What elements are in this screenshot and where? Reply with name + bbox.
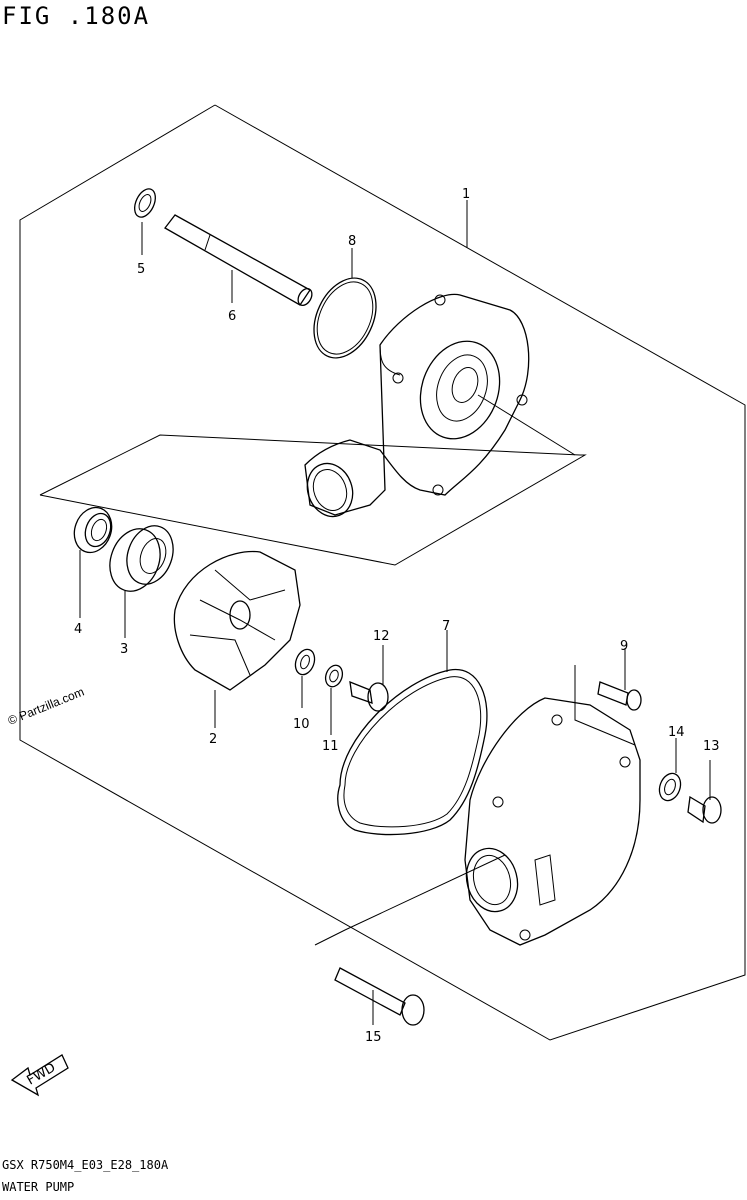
part-9-bolt[interactable]	[597, 648, 642, 711]
part-6-shaft[interactable]	[164, 214, 315, 308]
assembly-boundary	[19, 104, 746, 1041]
footer-code: GSX R750M4_E03_E28_180A	[2, 1158, 169, 1172]
part-3-mechanical-seal[interactable]	[102, 519, 181, 638]
fwd-arrow-icon: FWD	[10, 1054, 69, 1097]
callout-15[interactable]: 15	[365, 1030, 382, 1045]
callout-3[interactable]: 3	[120, 642, 128, 657]
cover-boundary	[574, 665, 636, 746]
footer-name: WATER PUMP	[2, 1180, 75, 1194]
part-12-bolt[interactable]	[349, 645, 389, 712]
part-13-bolt[interactable]	[687, 760, 722, 824]
part-11-washer[interactable]	[323, 663, 346, 735]
watermark: © Partzilla.com	[6, 685, 86, 728]
callout-6[interactable]: 6	[228, 309, 236, 324]
callout-5[interactable]: 5	[137, 262, 145, 277]
part-4-oil-seal[interactable]	[68, 502, 118, 618]
callout-12[interactable]: 12	[373, 629, 390, 644]
part-1-pump-housing[interactable]	[300, 293, 576, 523]
bolt15-boundary	[314, 854, 506, 946]
part-2-impeller[interactable]	[173, 550, 301, 728]
callout-2[interactable]: 2	[209, 732, 217, 747]
callout-7[interactable]: 7	[442, 619, 450, 634]
callout-13[interactable]: 13	[703, 739, 720, 754]
callout-1[interactable]: 1	[462, 187, 470, 202]
callout-14[interactable]: 14	[668, 725, 685, 740]
part-15-long-bolt[interactable]	[334, 967, 425, 1026]
pump-cover[interactable]	[460, 697, 641, 946]
callout-4[interactable]: 4	[74, 622, 82, 637]
part-10-washer[interactable]	[292, 647, 318, 708]
callout-9[interactable]: 9	[620, 639, 628, 654]
callout-11[interactable]: 11	[322, 739, 339, 754]
figure-title: FIG .180A	[2, 2, 151, 30]
part-14-washer[interactable]	[656, 738, 684, 804]
housing-subassembly-boundary	[39, 434, 587, 566]
part-5-washer[interactable]	[131, 186, 160, 255]
callout-10[interactable]: 10	[293, 717, 310, 732]
part-8-o-ring[interactable]	[302, 248, 388, 368]
callout-8[interactable]: 8	[348, 234, 356, 249]
part-7-gasket[interactable]	[337, 630, 488, 836]
